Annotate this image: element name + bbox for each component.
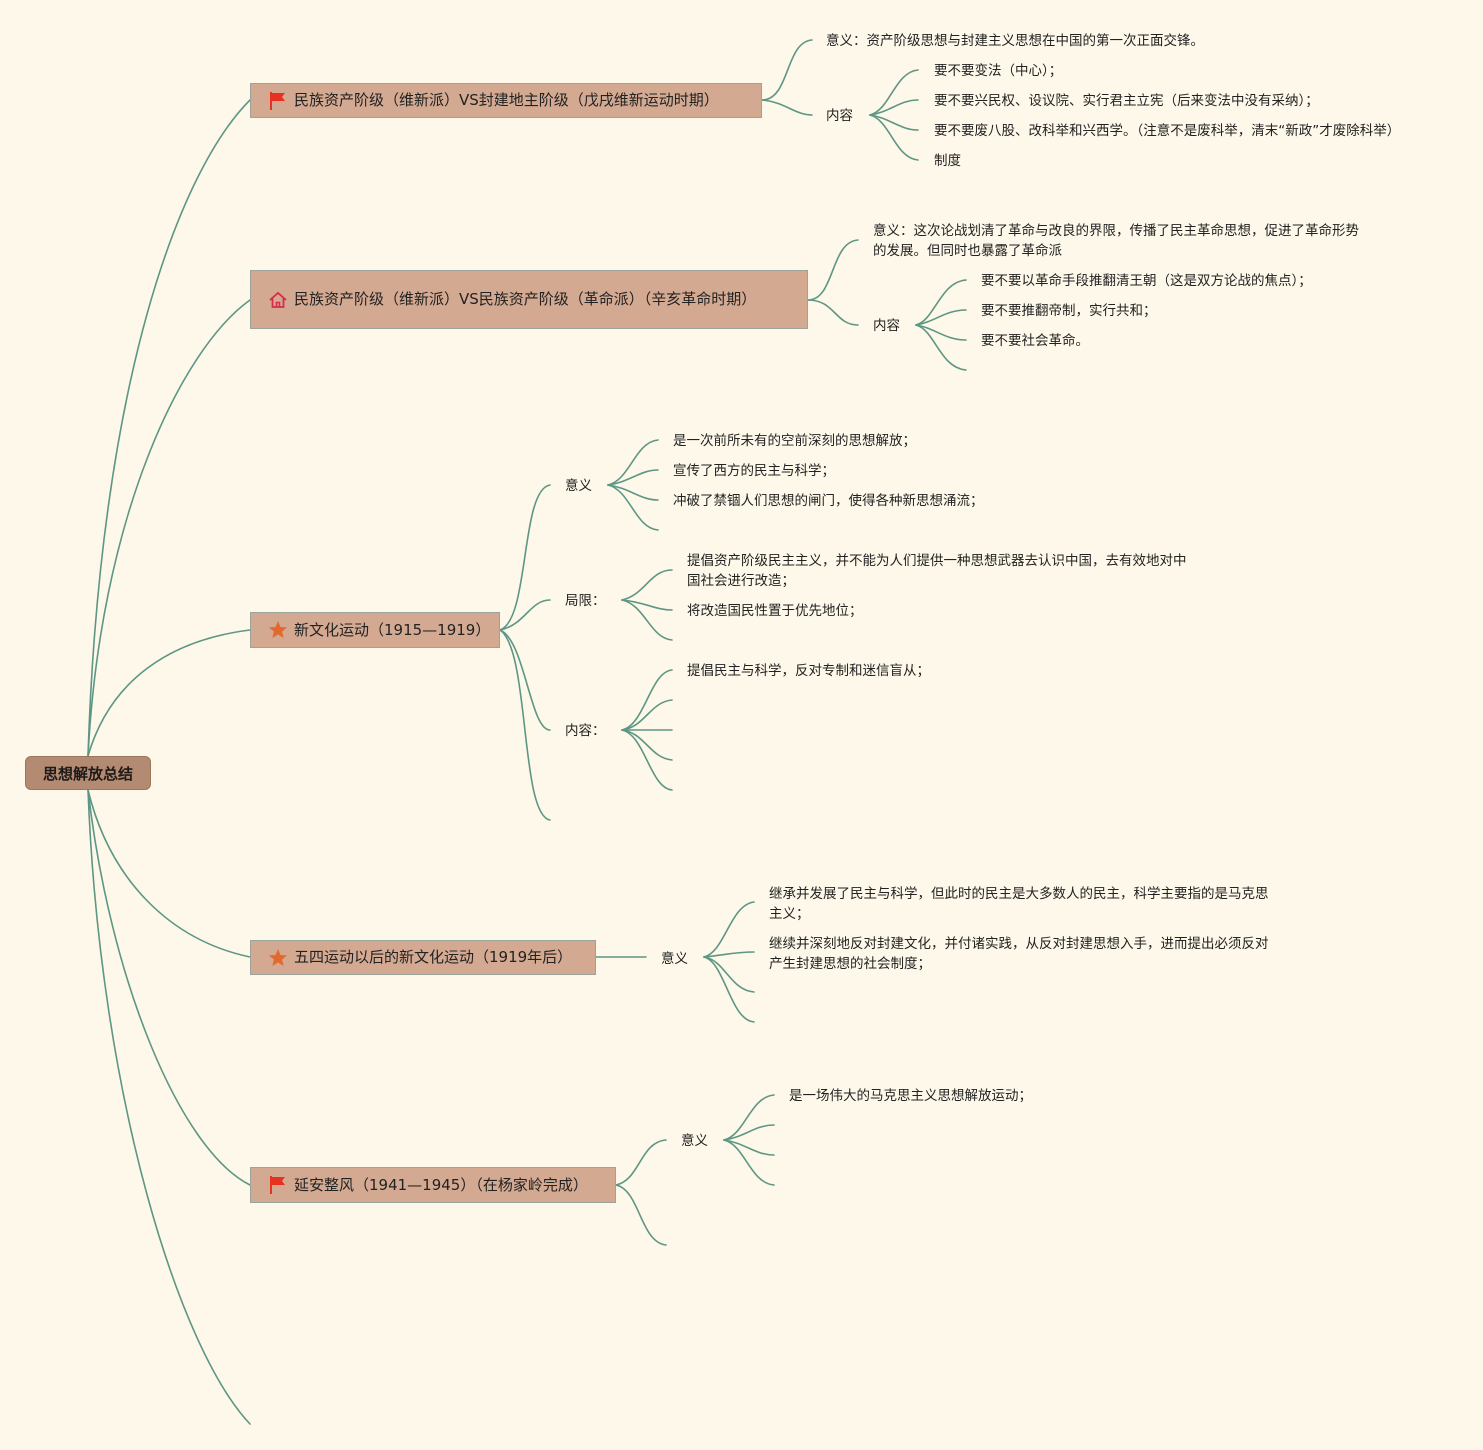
red-flag-icon <box>267 90 289 112</box>
topic5-meaning-label: 意义 <box>681 1133 708 1149</box>
topic3-limit-item: 提倡资产阶级民主主义，并不能为人们提供一种思想武器去认识中国，去有效地对中国社会… <box>687 553 1187 589</box>
topic5-meaning-item: 是一场伟大的马克思主义思想解放运动； <box>789 1088 1032 1104</box>
topic2-content-label: 内容 <box>873 318 900 334</box>
link-root-extra <box>87 789 251 1425</box>
link-root-topic3 <box>87 629 251 757</box>
link-t5-extra <box>615 1184 667 1246</box>
link-t2-meaning <box>807 239 859 301</box>
topic3-meaning-item: 宣传了西方的民主与科学； <box>673 463 835 479</box>
link-t1-meaning <box>761 39 813 101</box>
topic-label: 新文化运动（1915—1919） <box>294 620 491 639</box>
topic3-meaning-label: 意义 <box>565 478 592 494</box>
topic-node-xinhai[interactable]: 民族资产阶级（维新派）VS民族资产阶级（革命派）（辛亥革命时期） <box>250 270 808 329</box>
topic1-content-label: 内容 <box>826 108 853 124</box>
topic2-content-item: 要不要以革命手段推翻清王朝（这是双方论战的焦点）； <box>981 273 1312 289</box>
topic4-meaning-item: 继续并深刻地反对封建文化，并付诸实践，从反对封建思想入手，进而提出必须反对产生封… <box>769 936 1269 972</box>
red-flag-icon <box>267 1174 289 1196</box>
link-root-topic1 <box>87 99 251 757</box>
topic2-content-item: 要不要推翻帝制，实行共和； <box>981 303 1157 319</box>
topic1-content-item: 要不要变法（中心）； <box>934 63 1063 79</box>
topic-node-new-culture[interactable]: 新文化运动（1915—1919） <box>250 612 500 648</box>
topic3-meaning-item: 是一次前所未有的空前深刻的思想解放； <box>673 433 916 449</box>
link-t3-limit <box>499 599 551 631</box>
topic4-meaning-label: 意义 <box>661 951 688 967</box>
topic-label: 五四运动以后的新文化运动（1919年后） <box>294 948 573 966</box>
topic-node-yanan[interactable]: 延安整风（1941—1945）（在杨家岭完成） <box>250 1167 616 1203</box>
link-t2-content <box>807 299 859 326</box>
link-t3-content <box>499 629 551 731</box>
topic3-content-item: 提倡民主与科学，反对专制和迷信盲从； <box>687 663 930 679</box>
star-icon <box>267 947 289 969</box>
root-label: 思想解放总结 <box>42 764 133 783</box>
topic1-content-item: 要不要废八股、改科举和兴西学。（注意不是废科举，清末“新政”才废除科举） <box>934 123 1401 139</box>
home-icon <box>267 289 289 311</box>
topic4-meaning-item: 继承并发展了民主与科学，但此时的民主是大多数人的民主，科学主要指的是马克思主义； <box>769 886 1269 922</box>
topic-label: 延安整风（1941—1945）（在杨家岭完成） <box>294 1175 588 1194</box>
topic-node-after-may-fourth[interactable]: 五四运动以后的新文化运动（1919年后） <box>250 940 596 975</box>
link-t1-content <box>761 99 813 116</box>
link-root-topic4 <box>87 789 251 958</box>
topic2-content-item: 要不要社会革命。 <box>981 333 1089 349</box>
link-t5-meaning <box>615 1139 667 1186</box>
topic1-content-item: 要不要兴民权、设议院、实行君主立宪（后来变法中没有采纳）； <box>934 93 1319 109</box>
topic-label: 民族资产阶级（维新派）VS民族资产阶级（革命派）（辛亥革命时期） <box>294 290 757 308</box>
topic1-content-item: 制度 <box>934 153 961 169</box>
link-t3-extra <box>499 629 551 821</box>
topic3-limit-label: 局限： <box>565 593 606 609</box>
link-root-topic5 <box>87 789 251 1186</box>
root-node[interactable]: 思想解放总结 <box>25 756 151 790</box>
topic3-limit-item: 将改造国民性置于优先地位； <box>687 603 863 619</box>
topic-label: 民族资产阶级（维新派）VS封建地主阶级（戊戌维新运动时期） <box>294 91 719 109</box>
topic-node-wuxu[interactable]: 民族资产阶级（维新派）VS封建地主阶级（戊戌维新运动时期） <box>250 83 762 118</box>
topic1-meaning: 意义：资产阶级思想与封建主义思想在中国的第一次正面交锋。 <box>826 33 1204 49</box>
topic2-meaning: 意义：这次论战划清了革命与改良的界限，传播了民主革命思想，促进了革命形势的发展。… <box>873 223 1359 259</box>
link-t3-meaning <box>499 484 551 631</box>
topic3-content-label: 内容： <box>565 723 606 739</box>
star-icon <box>267 619 289 641</box>
topic3-meaning-item: 冲破了禁锢人们思想的闸门，使得各种新思想涌流； <box>673 493 984 509</box>
link-root-topic2 <box>87 299 251 757</box>
